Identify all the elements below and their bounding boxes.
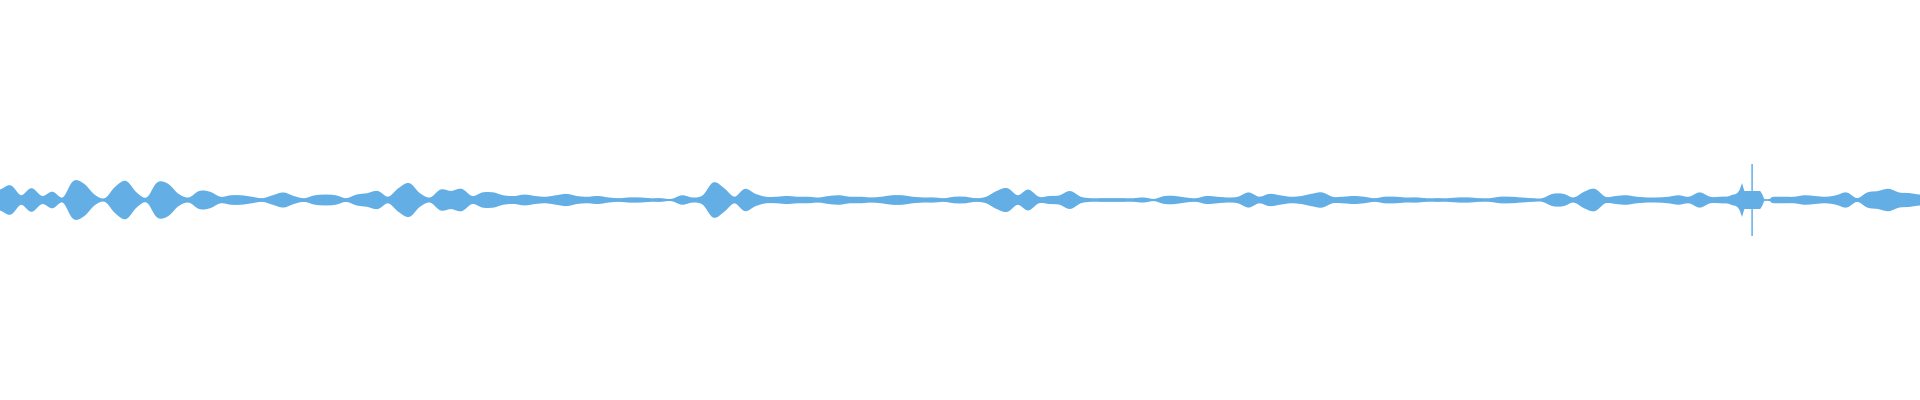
waveform-shape: [0, 180, 1920, 220]
